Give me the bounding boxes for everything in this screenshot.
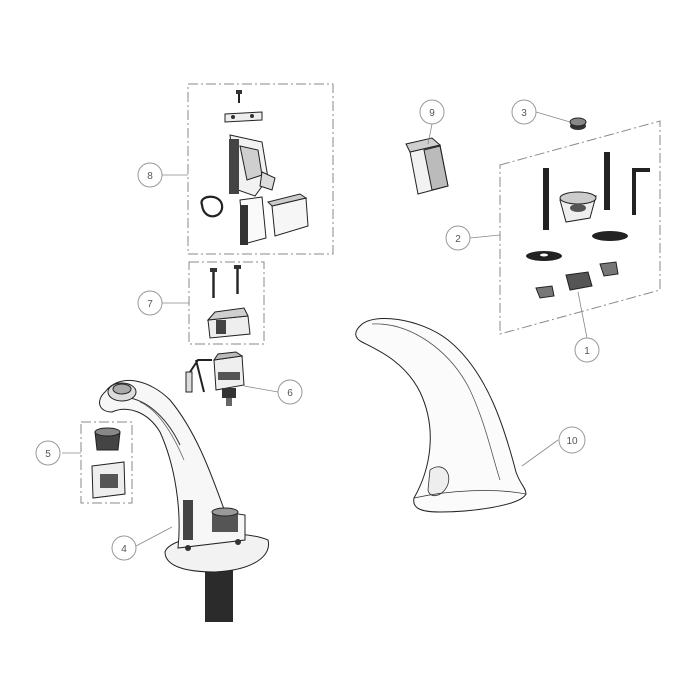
svg-text:8: 8 [147, 171, 153, 182]
svg-text:4: 4 [121, 544, 127, 555]
svg-text:2: 2 [455, 234, 461, 245]
part-2-mounting-kit [526, 152, 650, 299]
svg-text:3: 3 [521, 108, 527, 119]
part-7-bracket-and-screws [206, 265, 251, 339]
leader-6 [243, 385, 279, 393]
group-box-5 [80, 421, 133, 504]
callout-1: 1 [574, 337, 600, 363]
svg-text:7: 7 [147, 299, 153, 310]
group-box-2 [499, 120, 661, 335]
svg-text:5: 5 [45, 449, 51, 460]
leader-3 [535, 111, 571, 123]
leader-10 [521, 439, 559, 467]
leader-4 [135, 526, 173, 547]
callout-5: 5 [35, 440, 61, 466]
part-6-solenoid-valve [185, 351, 245, 406]
callout-6: 6 [277, 379, 303, 405]
leader-2 [469, 234, 501, 239]
group-box-8 [187, 83, 334, 255]
svg-text:9: 9 [429, 108, 435, 119]
part-3-cap [569, 117, 587, 130]
part-5-aerator [91, 427, 126, 499]
svg-text:1: 1 [584, 346, 590, 357]
part-10-spout-cover [355, 317, 527, 513]
callout-9: 9 [419, 99, 445, 125]
callout-4: 4 [111, 535, 137, 561]
leader-9 [427, 123, 433, 145]
callout-10: 10 [558, 426, 586, 454]
callout-3: 3 [511, 99, 537, 125]
part-9-cover-block [405, 137, 449, 195]
callout-7: 7 [137, 290, 163, 316]
part-8-sensor-assembly [200, 90, 309, 245]
leader-1 [577, 291, 588, 339]
callout-8: 8 [137, 162, 163, 188]
svg-text:10: 10 [566, 436, 578, 447]
callout-2: 2 [445, 225, 471, 251]
svg-text:6: 6 [287, 388, 293, 399]
part-4-faucet-body [99, 379, 270, 622]
